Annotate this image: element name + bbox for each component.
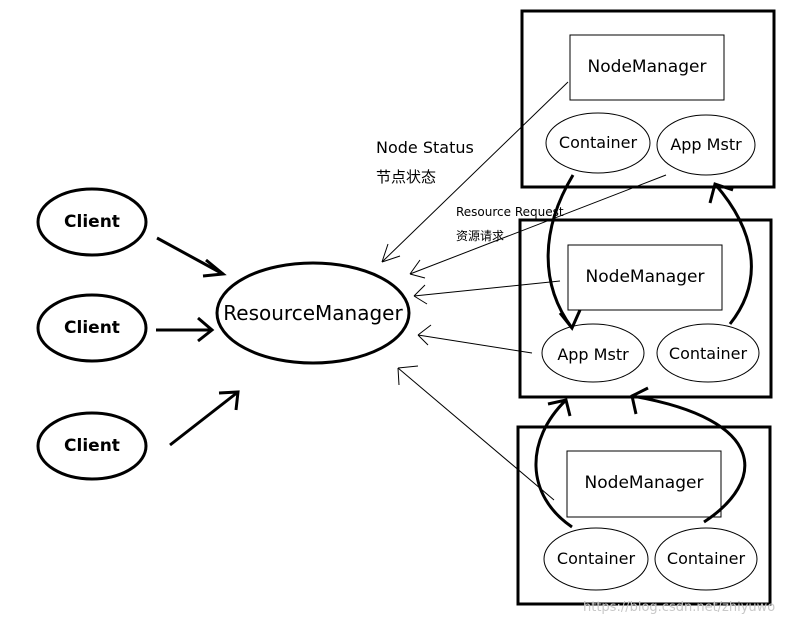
watermark: https://blog.csdn.net/zhiyuwo xyxy=(583,600,775,615)
client-2: Client xyxy=(36,293,148,363)
node-3: NodeManager Container Container xyxy=(516,425,772,606)
client-3-arrowhead xyxy=(218,390,240,411)
node-3-container-2: Container xyxy=(667,549,746,568)
node-2-manager: NodeManager xyxy=(586,267,705,287)
node-2-container: Container xyxy=(669,344,748,363)
client-2-label: Client xyxy=(64,318,120,338)
resource-request-arrowhead xyxy=(409,259,426,279)
node-2-app-master: App Mstr xyxy=(557,345,629,364)
status-arrows xyxy=(381,81,667,501)
resource-manager: ResourceManager xyxy=(215,261,411,365)
resource-manager-label: ResourceManager xyxy=(223,301,403,325)
client-arrows xyxy=(156,236,240,447)
node-2-status-arrowhead xyxy=(413,284,428,305)
client-1-arrow xyxy=(156,236,224,276)
arrowhead-node2-to-node1 xyxy=(708,182,734,204)
node-3-manager: NodeManager xyxy=(585,473,704,493)
node-status-arrow xyxy=(381,81,569,263)
node-2-request-arrow xyxy=(417,334,533,354)
resource-request-zh-label: 资源请求 xyxy=(456,229,504,243)
node-status-arrowhead xyxy=(381,243,401,263)
arrow-node3-container1-to-node2-appmaster xyxy=(534,398,573,529)
container-arrows xyxy=(534,174,753,529)
node-1-manager: NodeManager xyxy=(588,57,707,77)
arrowhead-node3c2-to-node2 xyxy=(630,386,649,415)
node-1-container: Container xyxy=(559,133,638,152)
resource-request-arrow xyxy=(409,174,667,275)
client-1: Client xyxy=(36,187,148,257)
node-2-status-arrow xyxy=(413,280,561,297)
client-1-arrowhead xyxy=(202,258,227,278)
client-3: Client xyxy=(36,411,148,481)
arrow-node3-container2-to-node2-appmaster xyxy=(631,394,747,524)
node-1: NodeManager Container App Mstr xyxy=(520,9,776,189)
arrow-node2-container-to-node1-appmaster xyxy=(713,183,753,325)
arrowhead-node3c1-to-node2 xyxy=(547,398,572,417)
node-3-status-arrowhead xyxy=(397,365,419,386)
client-2-arrowhead xyxy=(197,316,215,343)
node-status-zh-label: 节点状态 xyxy=(376,168,436,186)
node-2-request-arrowhead xyxy=(417,324,432,346)
node-3-status-arrow xyxy=(397,367,555,501)
client-3-arrow xyxy=(169,390,239,447)
arrowhead-node1-to-node2 xyxy=(558,309,582,331)
node-status-label: Node Status xyxy=(376,138,474,157)
client-3-label: Client xyxy=(64,436,120,456)
node-1-app-master: App Mstr xyxy=(670,135,742,154)
client-1-label: Client xyxy=(64,212,120,232)
arrow-node1-container-to-node2-appmaster xyxy=(546,174,575,329)
resource-request-label: Resource Request xyxy=(456,205,564,219)
node-2: NodeManager App Mstr Container xyxy=(518,218,773,399)
node-3-container-1: Container xyxy=(557,549,636,568)
